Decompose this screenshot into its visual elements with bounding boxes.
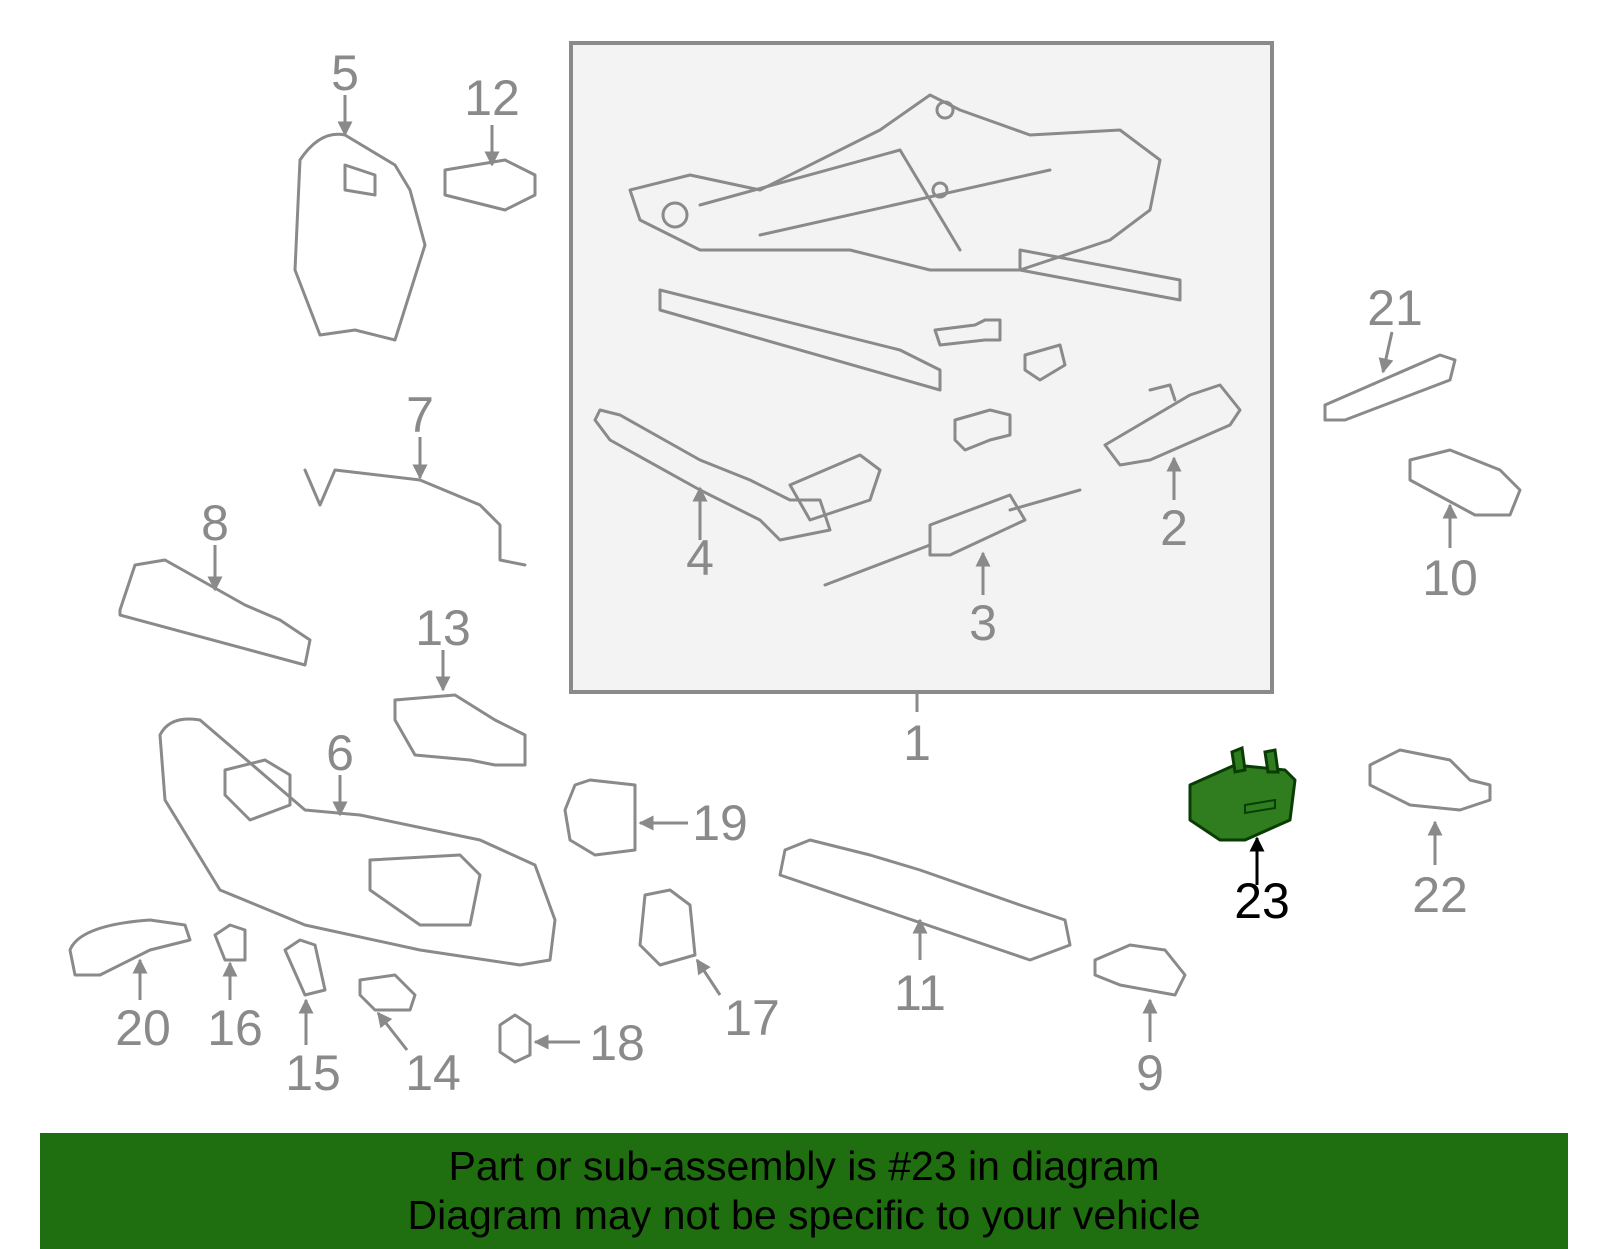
part-23-seat-switch-highlighted[interactable] — [1188, 745, 1297, 842]
callout-labels: 1 2 3 4 5 6 7 8 9 10 11 12 13 14 15 16 1… — [115, 45, 1478, 1101]
part-21-cover — [1323, 353, 1457, 422]
part-7-wire-rod — [303, 468, 527, 567]
part-8-trim-panel — [118, 558, 312, 667]
info-banner: Part or sub-assembly is #23 in diagram D… — [40, 1133, 1568, 1249]
part-2-adjuster-motor — [1103, 383, 1242, 467]
callout-12: 12 — [464, 70, 520, 126]
callout-6: 6 — [326, 725, 354, 781]
part-13-bracket — [393, 693, 527, 767]
callout-23: 23 — [1234, 873, 1290, 929]
part-22-module — [1368, 748, 1492, 812]
part-16-knob — [213, 923, 247, 962]
banner-line-1: Part or sub-assembly is #23 in diagram — [448, 1143, 1160, 1189]
callout-4: 4 — [686, 530, 714, 586]
part-4-lumbar-motor — [593, 408, 882, 542]
callout-7: 7 — [406, 387, 434, 443]
callout-17: 17 — [724, 990, 780, 1046]
callout-3: 3 — [969, 595, 997, 651]
banner-line-2: Diagram may not be specific to your vehi… — [407, 1192, 1201, 1238]
seat-adjuster-frame — [628, 93, 1182, 392]
callout-2: 2 — [1160, 500, 1188, 556]
small-parts-inside-box — [933, 318, 1067, 452]
callout-1: 1 — [903, 715, 931, 771]
seat-adjuster-assembly-box — [569, 41, 1274, 694]
callout-19: 19 — [692, 795, 748, 851]
callout-21: 21 — [1367, 280, 1423, 336]
part-19-switch — [563, 778, 637, 857]
callout-9: 9 — [1136, 1045, 1164, 1101]
part-10-bracket — [1408, 448, 1522, 517]
part-6-side-shield — [158, 717, 557, 967]
callout-11: 11 — [894, 965, 946, 1021]
part-18-plug — [498, 1013, 532, 1064]
part-12-clip — [443, 158, 537, 212]
callout-13: 13 — [415, 600, 471, 656]
part-9-latch — [1093, 943, 1187, 997]
part-14-knob — [358, 973, 417, 1012]
callout-20: 20 — [115, 1000, 171, 1056]
part-5-seat-back-trim — [293, 132, 427, 342]
callout-5: 5 — [331, 45, 359, 101]
callout-10: 10 — [1422, 550, 1478, 606]
callout-14: 14 — [405, 1045, 461, 1101]
part-11-rail-cover — [778, 838, 1072, 962]
callout-15: 15 — [285, 1045, 341, 1101]
part-15-knob — [283, 938, 327, 997]
callout-16: 16 — [207, 1000, 263, 1056]
leader-lines — [132, 95, 1458, 1051]
callout-8: 8 — [201, 495, 229, 551]
part-17-switch — [638, 888, 697, 967]
part-20-knob — [68, 918, 192, 977]
callout-22: 22 — [1412, 867, 1468, 923]
part-3-drive-cable — [823, 488, 1082, 587]
callout-18: 18 — [589, 1015, 645, 1071]
